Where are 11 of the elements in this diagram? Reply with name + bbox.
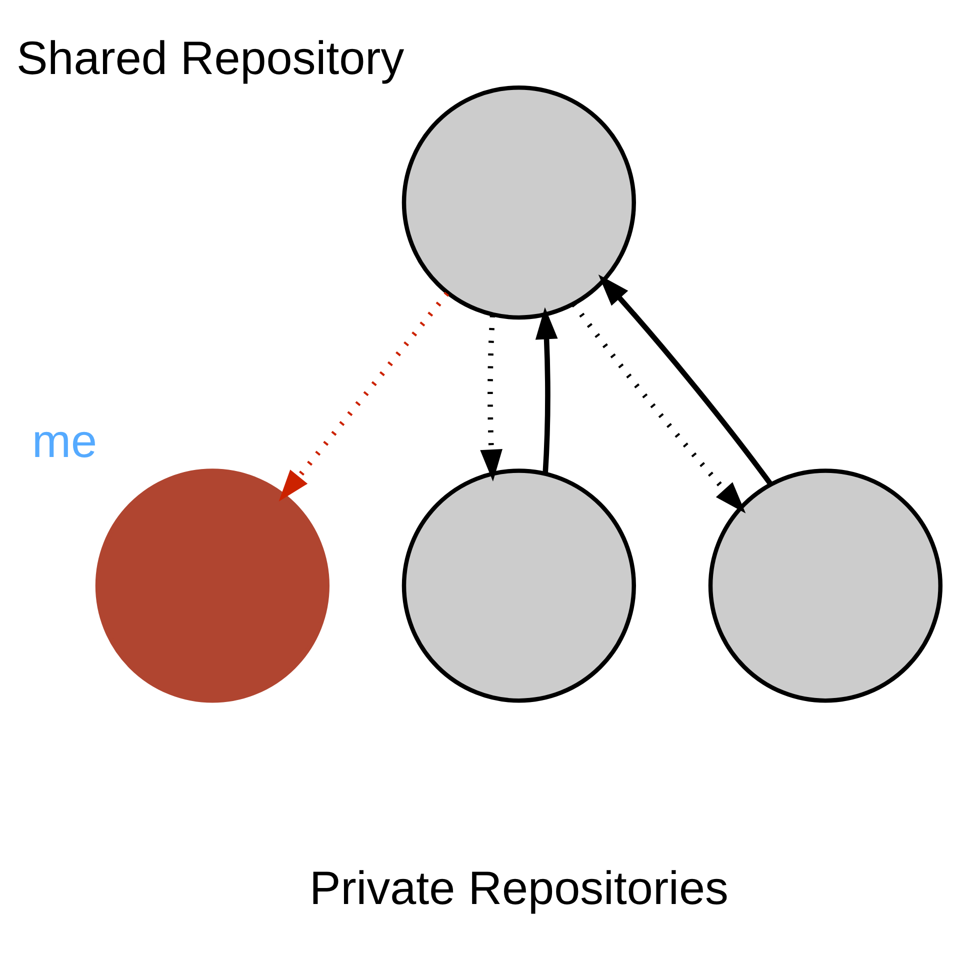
node-label: me	[32, 414, 98, 467]
arrow	[598, 274, 773, 486]
arrow	[278, 291, 450, 502]
arrow	[535, 306, 558, 474]
node-label: Shared Repository	[16, 31, 404, 84]
arrow	[480, 314, 502, 481]
node-circle	[402, 84, 636, 320]
arrow	[572, 302, 746, 513]
node-circle	[708, 468, 943, 702]
node-circle	[402, 468, 636, 702]
label: Private Repositories	[309, 862, 728, 914]
